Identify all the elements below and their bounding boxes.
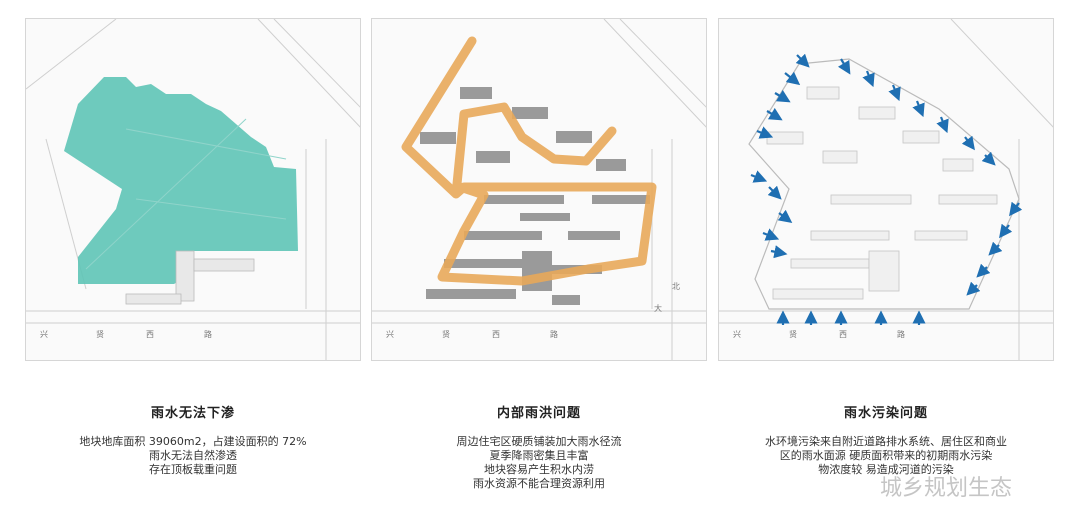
caption-title: 雨水污染问题	[843, 406, 928, 421]
road-label: 西	[146, 330, 154, 339]
caption-line: 雨水无法自然渗透	[149, 449, 237, 462]
road-label: 西	[839, 330, 847, 339]
road-label: 路	[204, 329, 212, 339]
road-label: 路	[550, 329, 558, 339]
road-label: 路	[897, 329, 905, 339]
road-label: 北	[672, 282, 680, 291]
road-label: 兴	[733, 330, 741, 339]
site-plan-panel-flood: 兴 贤 西 路 北 大	[371, 18, 707, 361]
caption-line: 区的雨水面源 硬质面积带来的初期雨水污染	[779, 449, 993, 462]
site-plan-map: 兴 贤 西 路 北 大	[372, 19, 706, 360]
caption-line: 雨水资源不能合理资源利用	[473, 477, 605, 490]
road-label: 贤	[789, 330, 797, 339]
caption-line: 夏季降雨密集且丰富	[489, 449, 589, 462]
road-label: 西	[492, 330, 500, 339]
caption-pollution: 雨水污染问题 水环境污染来自附近道路排水系统、居住区和商业 区的雨水面源 硬质面…	[718, 402, 1054, 477]
site-plan-panel-pollution: 兴 贤 西 路	[718, 18, 1054, 361]
site-boundary	[748, 58, 1020, 310]
pollution-inflow-arrows	[750, 53, 1023, 325]
road-label: 贤	[96, 330, 104, 339]
caption-flood: 内部雨洪问题 周边住宅区硬质铺装加大雨水径流 夏季降雨密集且丰富 地块容易产生积…	[371, 402, 707, 491]
site-plan-panel-infiltration: 兴 贤 西 路	[25, 18, 361, 361]
caption-title: 内部雨洪问题	[496, 406, 581, 421]
site-plan-map: 兴 贤 西 路	[26, 19, 360, 360]
caption-title: 雨水无法下渗	[150, 406, 235, 421]
road-label: 大	[654, 303, 662, 313]
road-label: 贤	[442, 330, 450, 339]
caption-line: 水环境污染来自附近道路排水系统、居住区和商业	[765, 435, 1007, 448]
caption-line: 存在顶板载重问题	[149, 463, 237, 476]
stormwater-flow-path	[401, 36, 657, 286]
road-label: 兴	[386, 330, 394, 339]
road-label: 兴	[40, 330, 48, 339]
site-plan-map: 兴 贤 西 路	[719, 19, 1053, 360]
caption-line: 周边住宅区硬质铺装加大雨水径流	[456, 435, 622, 448]
watermark-text: 城乡规划生态	[880, 476, 1013, 501]
building-blocks	[420, 87, 650, 305]
caption-line: 地块容易产生积水内涝	[484, 463, 594, 476]
caption-infiltration: 雨水无法下渗 地块地库面积 39060m2，占建设面积的 72% 雨水无法自然渗…	[25, 402, 361, 477]
caption-line: 物浓度较 易造成河道的污染	[818, 463, 954, 476]
caption-line: 地块地库面积 39060m2，占建设面积的 72%	[79, 435, 307, 448]
